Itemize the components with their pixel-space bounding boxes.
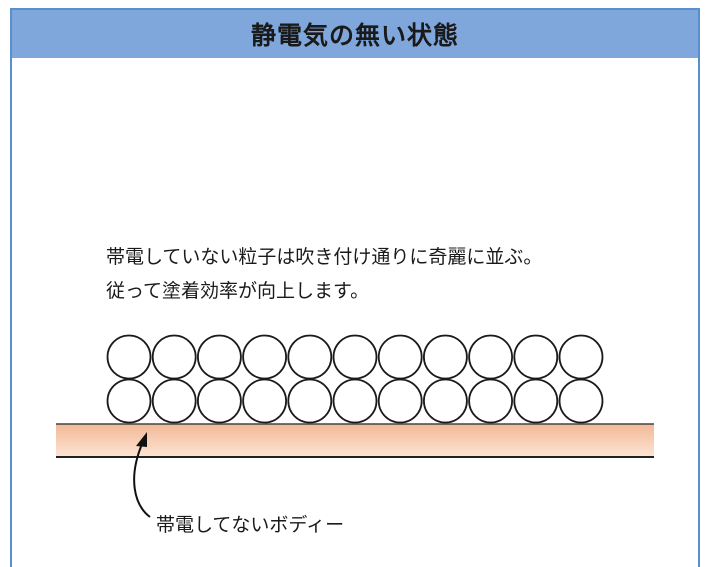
particle bbox=[558, 334, 604, 380]
particle bbox=[513, 378, 559, 424]
particle bbox=[422, 334, 468, 380]
particle bbox=[377, 378, 423, 424]
header-bar: 静電気の無い状態 bbox=[12, 10, 698, 58]
particles-group bbox=[106, 334, 604, 424]
diagram-frame: 静電気の無い状態 bbox=[10, 8, 700, 567]
particle bbox=[242, 378, 288, 424]
particle bbox=[377, 334, 423, 380]
uncharged-body bbox=[56, 424, 654, 456]
particle bbox=[468, 378, 514, 424]
particle bbox=[332, 334, 378, 380]
caption: 帯電していない粒子は吹き付け通りに奇麗に並ぶ。 従って塗着効率が向上します。 bbox=[106, 240, 542, 308]
body-label: 帯電してないボディー bbox=[156, 514, 345, 536]
particle bbox=[242, 334, 288, 380]
particle bbox=[106, 378, 152, 424]
particle bbox=[287, 378, 333, 424]
pointer-arrow-head bbox=[136, 432, 147, 447]
caption-line-1: 帯電していない粒子は吹き付け通りに奇麗に並ぶ。 bbox=[106, 246, 543, 268]
particle bbox=[422, 378, 468, 424]
particle bbox=[558, 378, 604, 424]
particle bbox=[106, 334, 152, 380]
particle bbox=[332, 378, 378, 424]
page-title: 静電気の無い状態 bbox=[250, 21, 459, 50]
particle bbox=[513, 334, 559, 380]
particle bbox=[196, 334, 242, 380]
caption-line-2: 従って塗着効率が向上します。 bbox=[106, 280, 370, 302]
particle bbox=[468, 334, 514, 380]
particle bbox=[151, 334, 197, 380]
pointer-arrow-line bbox=[133, 443, 151, 518]
particle bbox=[196, 378, 242, 424]
particle bbox=[287, 334, 333, 380]
particle bbox=[151, 378, 197, 424]
